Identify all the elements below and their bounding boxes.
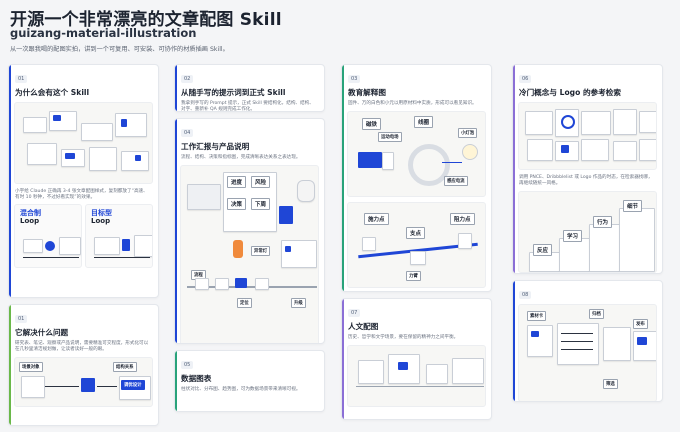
label-load: 阻力点 — [450, 213, 475, 226]
card-prompt-to-skill[interactable]: 02 从随手写的提示词到正式 Skill 我拿到手写的 Prompt 提示，正式… — [174, 64, 325, 112]
label-induction: 感应电流 — [444, 176, 468, 187]
label-archive: 归档 — [589, 309, 604, 319]
card-why-skill[interactable]: 01 为什么会有这个 Skill 小宇给 Claude 正确再 3-4 张文章配… — [8, 64, 159, 298]
card-desc: 历史、哲学和文学场景，要在保留的精神力之间平衡。 — [348, 335, 459, 340]
illustration-desk-scene — [14, 102, 153, 184]
card-badge: 08 — [519, 291, 532, 299]
card-title: 它解决什么问题 — [15, 328, 69, 337]
card-desc: 柱状对比、分布图、趋势图，可为数据场景带来清晰可视。 — [181, 387, 301, 392]
label-reaction: 反应 — [533, 244, 553, 257]
label-warn-light: 异常灯 — [251, 246, 271, 257]
mini-title-a: 目标型 — [91, 209, 112, 218]
card-accent — [175, 65, 177, 111]
illustration-lever: 施力点 支点 阻力点 力臂 — [347, 202, 486, 289]
card-desc: 流程、结构、决策和指标图，完成清晰表达关系之表达现。 — [181, 155, 301, 160]
illustration-material-flow: 素材卡 归档 发布 筛选 — [518, 304, 657, 401]
card-desc: 研究表、笔记、观察或产品说明，需要精准可交程度，形式化可以在几秒里清洁规划做，让… — [15, 341, 149, 353]
column-4: 06 冷门概念与 Logo 的参考检索 调用 PNCE、Dribbblelist… — [512, 64, 663, 408]
card-badge: 03 — [348, 75, 361, 83]
label-magnet: 磁铁 — [362, 118, 382, 131]
label-tune: 调优设计 — [121, 380, 145, 391]
card-accent — [175, 119, 177, 343]
card-badge: 05 — [181, 361, 194, 369]
illustration-problem: 场景对象 结构关系 调优设计 — [14, 357, 153, 408]
label-force-arm: 力臂 — [406, 271, 421, 282]
illustration-induction: 磁铁 线圈 运动电场 小灯泡 感应电流 — [347, 111, 486, 198]
card-title: 冷门概念与 Logo 的参考检索 — [519, 88, 621, 97]
column-1: 01 为什么会有这个 Skill 小宇给 Claude 正确再 3-4 张文章配… — [8, 64, 159, 432]
label-decision: 决策 — [227, 198, 247, 211]
card-badge: 02 — [181, 75, 194, 83]
label-bulb: 小灯泡 — [458, 128, 478, 139]
label-select: 筛选 — [603, 379, 618, 389]
card-badge: 01 — [15, 75, 28, 83]
card-badge: 01 — [15, 315, 28, 323]
card-humanities[interactable]: 07 人文配图 历史、哲学和文学场景，要在保留的精神力之间平衡。 — [341, 298, 492, 420]
page-title: 开源一个非常漂亮的文章配图 Skill — [10, 10, 282, 30]
label-structure: 结构关系 — [113, 362, 137, 373]
illustration-staircase: 细节 行为 学习 反应 — [518, 191, 657, 273]
label-next: 下周 — [251, 198, 271, 211]
illustration-report-board: 进度 风险 决策 下周 异常灯 流程 定位 升级 — [180, 165, 319, 343]
label-locate: 定位 — [237, 298, 252, 309]
label-risk: 风险 — [251, 176, 271, 189]
card-data-charts[interactable]: 05 数据图表 柱状对比、分布图、趋势图，可为数据场景带来清晰可视。 — [174, 350, 325, 412]
card-material-flow[interactable]: 08 素材卡 归档 发布 筛选 — [512, 280, 663, 402]
mini-title-b: Loop — [20, 217, 40, 226]
card-logo-reference[interactable]: 06 冷门概念与 Logo 的参考检索 调用 PNCE、Dribbblelist… — [512, 64, 663, 274]
mini-title-a: 混合制 — [20, 209, 41, 218]
label-effort: 施力点 — [364, 213, 389, 226]
card-accent — [513, 281, 515, 401]
label-coil: 线圈 — [414, 116, 434, 129]
illustration-humanities — [347, 345, 486, 408]
label-action: 行为 — [593, 216, 613, 229]
card-title: 从随手写的提示词到正式 Skill — [181, 88, 286, 97]
card-accent — [9, 65, 11, 297]
card-desc: 我拿到手写的 Prompt 提示，正式 Skill 要结构化，结构、结构、对字、… — [181, 101, 314, 112]
label-publish: 发布 — [633, 319, 648, 329]
card-accent — [342, 299, 344, 419]
label-progress: 进度 — [227, 176, 247, 189]
card-title: 教育解释图 — [348, 88, 386, 97]
mini-title-b: Loop — [91, 217, 111, 226]
label-learn: 学习 — [563, 230, 583, 243]
label-scene: 场景对象 — [19, 362, 43, 373]
card-badge: 04 — [181, 129, 194, 137]
card-title: 为什么会有这个 Skill — [15, 88, 90, 97]
card-accent — [342, 65, 344, 291]
card-title: 工作汇报与产品说明 — [181, 142, 250, 151]
column-2: 02 从随手写的提示词到正式 Skill 我拿到手写的 Prompt 提示，正式… — [174, 64, 325, 418]
page-description: 从一次跟我喝的配图实拍，讲到一个可复用、可安装、可协作的材质插画 Skill。 — [10, 46, 229, 53]
card-desc: 固件、万的白色和小元以用原材料中实质，形成可以看见知识。 — [348, 101, 477, 106]
label-detail: 细节 — [623, 200, 643, 213]
card-badge: 07 — [348, 309, 361, 317]
card-accent — [513, 65, 515, 273]
card-accent — [9, 305, 11, 425]
card-desc: 调用 PNCE、Dribbblelist 或 Logo 作品的时态，在检索器找哪… — [519, 175, 653, 187]
label-upgrade: 升级 — [291, 298, 306, 309]
card-work-report[interactable]: 04 工作汇报与产品说明 流程、结构、决策和指标图，完成清晰表达关系之表达现。 … — [174, 118, 325, 344]
card-what-it-solves[interactable]: 01 它解决什么问题 研究表、笔记、观察或产品说明，需要精准可交程度，形式化可以… — [8, 304, 159, 426]
label-current: 运动电场 — [378, 132, 402, 143]
card-accent — [175, 351, 177, 411]
card-badge: 06 — [519, 75, 532, 83]
page-subtitle: guizang-material-illustration — [10, 26, 197, 40]
column-3: 03 教育解释图 固件、万的白色和小元以用原材料中实质，形成可以看见知识。 磁铁… — [341, 64, 492, 426]
card-education[interactable]: 03 教育解释图 固件、万的白色和小元以用原材料中实质，形成可以看见知识。 磁铁… — [341, 64, 492, 292]
card-caption: 小宇给 Claude 正确再 3-4 张文章配图样式，复刻都放了“高速、有时 1… — [15, 189, 148, 201]
label-fulcrum: 支点 — [406, 227, 426, 240]
illustration-reference-grid — [518, 102, 657, 170]
card-title: 数据图表 — [181, 374, 212, 383]
label-material-card: 素材卡 — [527, 311, 547, 321]
card-title: 人文配图 — [348, 322, 379, 331]
